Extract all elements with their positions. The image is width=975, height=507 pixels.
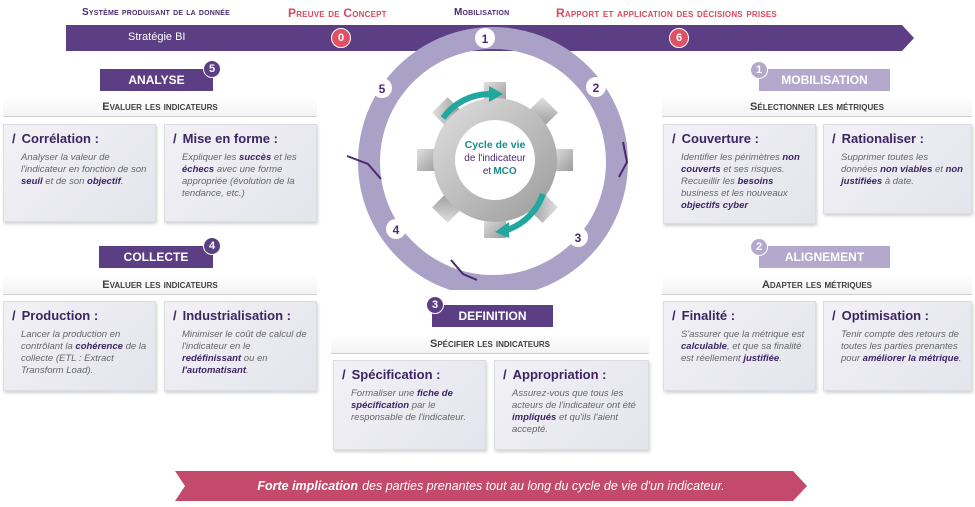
card-correlation: /Corrélation : Analyser la valeur de l'i… xyxy=(3,124,156,222)
analyse-header: Evaluer les indicateurs xyxy=(3,97,317,117)
card-appropriation: /Appropriation : Assurez-vous que tous l… xyxy=(494,360,649,450)
phase-mobilisation: Mobilisation xyxy=(454,7,510,18)
card-body: Expliquer les succès et les échecs avec … xyxy=(182,152,297,199)
collecte-tag: COLLECTE xyxy=(99,246,213,268)
cycle-title: Cycle de vie xyxy=(465,139,526,151)
collecte-header: Evaluer les indicateurs xyxy=(3,275,317,295)
phase-number-6: 6 xyxy=(669,28,689,48)
lifecycle-diagram: Cycle de vie de l'indicateur et MCO 1 2 … xyxy=(346,27,629,290)
mobilisation-header: Sélectionner les métriques xyxy=(662,97,972,117)
card-industrialisation: /Industrialisation : Minimiser le coût d… xyxy=(164,301,317,391)
card-title: Finalité : xyxy=(681,308,736,323)
card-title: Appropriation : xyxy=(512,367,607,382)
cycle-line3: et xyxy=(483,166,492,177)
cycle-step-2: 2 xyxy=(593,81,600,95)
card-title: Production : xyxy=(21,308,99,323)
analyse-number: 5 xyxy=(203,60,221,78)
card-title: Spécification : xyxy=(351,367,441,382)
card-title: Corrélation : xyxy=(21,131,99,146)
alignement-tag: ALIGNEMENT xyxy=(759,246,890,268)
cycle-step-5: 5 xyxy=(379,82,386,96)
cycle-step-4: 4 xyxy=(393,223,400,237)
mobilisation-number: 1 xyxy=(750,61,768,79)
card-rationaliser: /Rationaliser : Supprimer toutes les don… xyxy=(823,124,972,214)
cycle-step-3: 3 xyxy=(575,231,582,245)
card-body: Formaliser une fiche de spécification pa… xyxy=(351,388,467,423)
phase-rapport: Rapport et application des décisions pri… xyxy=(556,6,777,20)
card-body: Minimiser le coût de calcul de l'indicat… xyxy=(182,329,307,376)
footer-banner xyxy=(175,471,807,501)
banner-label: Stratégie BI xyxy=(128,31,186,43)
card-body: S'assurer que la métrique est calculable… xyxy=(681,329,805,364)
card-body: Lancer la production en contrôlant la co… xyxy=(21,329,147,376)
card-title: Optimisation : xyxy=(841,308,930,323)
card-optimisation: /Optimisation : Tenir compte des retours… xyxy=(823,301,972,391)
card-finalite: /Finalité : S'assurer que la métrique es… xyxy=(663,301,816,391)
definition-number: 3 xyxy=(426,296,444,314)
card-body: Assurez-vous que tous les acteurs de l'i… xyxy=(512,388,636,435)
teal-arrow-top xyxy=(440,91,490,120)
alignement-number: 2 xyxy=(750,238,768,256)
card-title: Industrialisation : xyxy=(182,308,291,323)
cycle-step-1: 1 xyxy=(482,32,489,46)
cycle-mco: MCO xyxy=(493,166,517,177)
card-title: Couverture : xyxy=(681,131,759,146)
analyse-tag: ANALYSE xyxy=(100,69,213,91)
card-couverture: /Couverture : Identifier les périmètres … xyxy=(663,124,816,224)
card-mise-en-forme: /Mise en forme : Expliquer les succès et… xyxy=(164,124,317,222)
mobilisation-tag: MOBILISATION xyxy=(759,69,890,91)
cycle-line2: de l'indicateur xyxy=(464,153,526,164)
card-body: Identifier les périmètres non couverts e… xyxy=(681,152,800,211)
definition-tag: DEFINITION xyxy=(432,305,553,327)
gear-icon xyxy=(417,82,573,238)
card-production: /Production : Lancer la production en co… xyxy=(3,301,156,391)
card-specification: /Spécification : Formaliser une fiche de… xyxy=(333,360,486,450)
teal-arrow-bottom xyxy=(505,192,546,233)
card-body: Analyser la valeur de l'indicateur en fo… xyxy=(21,152,147,187)
phase-systeme: Système produisant de la donnée xyxy=(82,7,231,18)
alignement-header: Adapter les métriques xyxy=(662,275,972,295)
card-title: Mise en forme : xyxy=(182,131,278,146)
collecte-number: 4 xyxy=(203,237,221,255)
phase-number-0: 0 xyxy=(331,28,351,48)
card-body: Supprimer toutes les données non viables… xyxy=(841,152,963,187)
definition-header: Spécifier les indicateurs xyxy=(331,334,649,354)
card-body: Tenir compte des retours de toutes les p… xyxy=(841,329,962,364)
phase-preuve: Preuve de Concept xyxy=(288,6,387,20)
card-title: Rationaliser : xyxy=(841,131,924,146)
